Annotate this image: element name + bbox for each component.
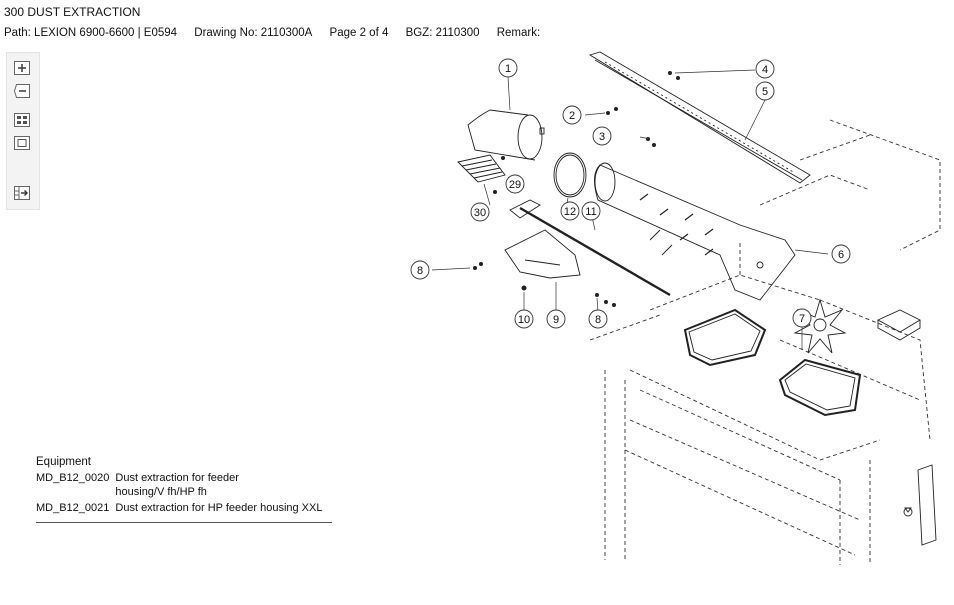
equipment-desc-line: housing/V fh/HP fh — [115, 486, 207, 498]
callout-12[interactable]: 12 — [564, 206, 576, 218]
zoom-in-button[interactable] — [12, 59, 32, 77]
callout-29[interactable]: 29 — [509, 179, 521, 191]
callout-6[interactable]: 6 — [838, 249, 844, 261]
equipment-panel: Equipment MD_B12_0020 Dust extraction fo… — [36, 456, 332, 523]
callout-9[interactable]: 9 — [553, 314, 559, 326]
export-button[interactable] — [12, 184, 32, 202]
path-text: Path: LEXION 6900-6600 | E0594 — [4, 27, 178, 39]
equipment-code: MD_B12_0021 — [36, 502, 110, 514]
zoom-in-icon — [14, 61, 30, 75]
callout-5[interactable]: 5 — [762, 86, 768, 98]
fit-grid-icon — [14, 113, 30, 127]
fit-page-button[interactable] — [12, 134, 32, 152]
fit-grid-button[interactable] — [12, 111, 32, 129]
fit-page-icon — [14, 136, 30, 150]
callout-1[interactable]: 1 — [505, 63, 511, 75]
page-indicator: Page 2 of 4 — [329, 27, 389, 39]
callout-4[interactable]: 4 — [762, 64, 768, 76]
callout-10[interactable]: 10 — [518, 314, 530, 326]
viewer-toolbar — [6, 52, 40, 210]
equipment-title: Equipment — [36, 456, 91, 468]
equipment-desc-line: Dust extraction for feeder — [115, 472, 239, 484]
callout-2[interactable]: 2 — [569, 110, 575, 122]
equipment-desc: Dust extraction for HP feeder housing XX… — [115, 501, 322, 517]
callout-7[interactable]: 7 — [799, 313, 805, 325]
divider — [36, 522, 332, 523]
zoom-out-icon — [13, 84, 30, 98]
equipment-desc-line: Dust extraction for HP feeder housing XX… — [115, 502, 323, 514]
bgz-number: BGZ: 2110300 — [405, 27, 480, 39]
equipment-table: MD_B12_0020 Dust extraction for feeder h… — [36, 471, 322, 517]
export-icon — [14, 186, 30, 200]
remark-label: Remark: — [496, 27, 541, 39]
callout-11[interactable]: 11 — [585, 206, 596, 218]
drawing-number: Drawing No: 2110300A — [194, 27, 313, 39]
callout-3[interactable]: 3 — [599, 131, 605, 143]
zoom-out-button[interactable] — [12, 82, 32, 100]
callout-30[interactable]: 30 — [474, 207, 486, 219]
exploded-parts-drawing[interactable]: 1 2 3 4 5 6 7 8 8 9 10 11 12 29 30 — [400, 40, 954, 570]
drawing-meta: Path: LEXION 6900-6600 | E0594 Drawing N… — [4, 27, 554, 39]
equipment-desc: Dust extraction for feeder housing/V fh/… — [115, 471, 322, 501]
table-row: MD_B12_0021 Dust extraction for HP feede… — [36, 501, 322, 517]
callout-8b[interactable]: 8 — [595, 314, 601, 326]
equipment-code: MD_B12_0020 — [36, 472, 110, 484]
page-title: 300 DUST EXTRACTION — [4, 5, 141, 19]
callout-8[interactable]: 8 — [417, 265, 423, 277]
table-row: MD_B12_0020 Dust extraction for feeder h… — [36, 471, 322, 501]
